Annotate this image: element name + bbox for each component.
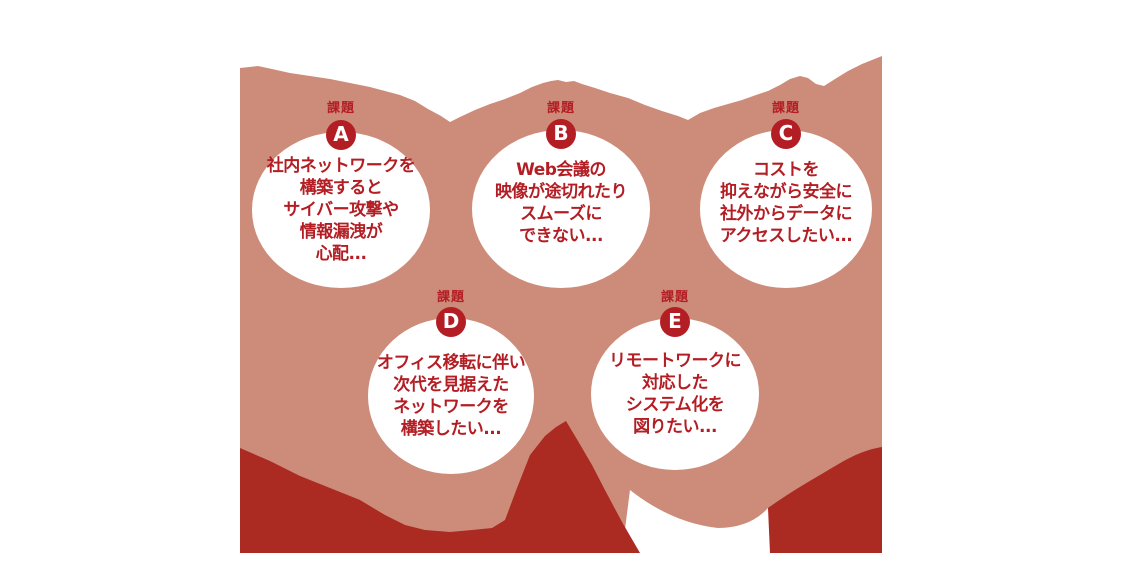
issue-tag-c: 課題 xyxy=(771,101,800,116)
issue-text-c: コストを 抑えながら安全に 社外からデータに アクセスしたい... xyxy=(719,160,853,246)
issue-letter-d: D xyxy=(442,309,460,333)
issue-text-a: 社内ネットワークを 構築すると サイバー攻撃や 情報漏洩が 心配... xyxy=(266,156,416,264)
issue-bubble-e: リモートワークに 対応した システム化を 図りたい... xyxy=(591,318,759,470)
issue-badge-a: A xyxy=(326,120,356,150)
issue-bubble-a: 社内ネットワークを 構築すると サイバー攻撃や 情報漏洩が 心配... xyxy=(252,132,430,288)
issue-badge-d: D xyxy=(436,307,466,337)
issue-tag-e: 課題 xyxy=(660,290,689,305)
foreground-mountain-right xyxy=(768,447,882,553)
issue-tag-d: 課題 xyxy=(436,290,465,305)
issue-badge-c: C xyxy=(771,119,801,149)
issue-letter-a: A xyxy=(333,122,349,146)
issue-tag-a: 課題 xyxy=(326,101,355,116)
issue-tag-b: 課題 xyxy=(546,101,575,116)
issue-bubble-b: Web会議の 映像が途切れたり スムーズに できない... xyxy=(472,130,650,288)
issue-bubble-c: コストを 抑えながら安全に 社外からデータに アクセスしたい... xyxy=(700,130,872,288)
issue-bubble-d: オフィス移転に伴い 次代を見据えた ネットワークを 構築したい... xyxy=(368,318,534,474)
issue-letter-b: B xyxy=(553,121,569,145)
issue-badge-e: E xyxy=(660,307,690,337)
issue-letter-c: C xyxy=(778,121,794,145)
issue-text-e: リモートワークに 対応した システム化を 図りたい... xyxy=(609,351,742,437)
foreground-mountain-left xyxy=(240,421,640,553)
issue-text-b: Web会議の 映像が途切れたり スムーズに できない... xyxy=(495,160,628,246)
issue-text-d: オフィス移転に伴い 次代を見据えた ネットワークを 構築したい... xyxy=(376,353,526,439)
issue-badge-b: B xyxy=(546,119,576,149)
issue-letter-e: E xyxy=(668,309,682,333)
